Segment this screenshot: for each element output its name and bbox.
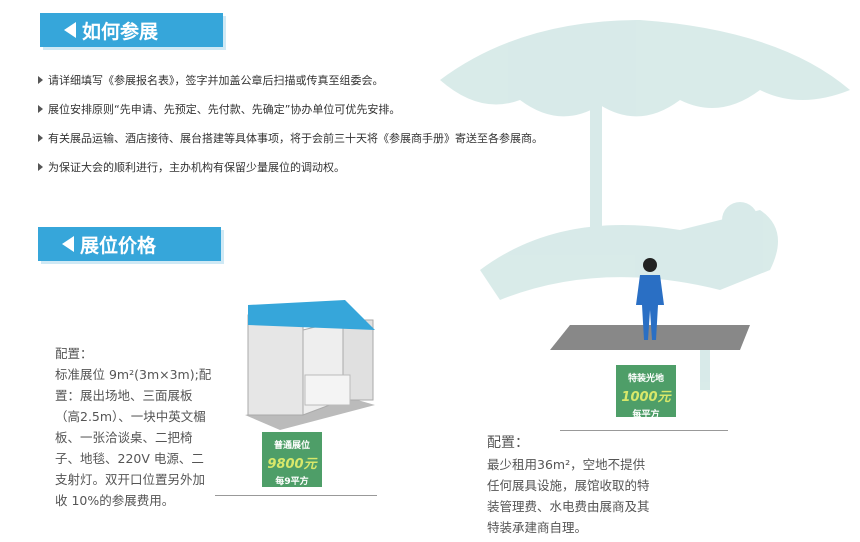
rule-text: 为保证大会的顺利进行，主办机构有保留少量展位的调动权。 — [48, 161, 345, 174]
price-unit: 每平方 — [632, 410, 660, 420]
config-label: 配置： — [487, 435, 529, 451]
raw-space-price-card: 特装光地 1000元 每平方 — [616, 365, 676, 420]
rule-item: 展位安排原则“先申请、先预定、先付款、先确定”协办单位可优先安排。 — [38, 101, 400, 117]
section-title: 展位价格 — [80, 234, 157, 257]
section-header-how-to-exhibit: 如何参展 — [40, 13, 223, 47]
rule-text: 请详细填写《参展报名表》，签字并加盖公章后扫描或传真至组委会。 — [48, 74, 384, 87]
rule-text: 展位安排原则“先申请、先预定、先付款、先确定”协办单位可优先安排。 — [48, 103, 401, 116]
price-title: 特装光地 — [627, 374, 664, 384]
divider — [560, 430, 728, 431]
rule-item: 有关展品运输、酒店接待、展台搭建等具体事项，将于会前三十天将《参展商手册》寄送至… — [38, 130, 543, 146]
price-title: 普通展位 — [273, 441, 310, 451]
section-title: 如何参展 — [82, 20, 159, 43]
raw-space-config: 配置： 最少租用36m²，空地不提供任何展具设施，展馆收取的特装管理费、水电费由… — [487, 433, 657, 538]
bullet-arrow-icon — [38, 105, 43, 113]
bullet-arrow-icon — [38, 76, 43, 84]
divider — [215, 495, 377, 496]
bullet-arrow-icon — [38, 134, 43, 142]
rule-text: 有关展品运输、酒店接待、展台搭建等具体事项，将于会前三十天将《参展商手册》寄送至… — [48, 132, 543, 145]
config-text: 标准展位 9m²(3m×3m);配置：展出场地、三面展板（高2.5m）、一块中英… — [55, 367, 212, 508]
standard-booth-config: 配置： 标准展位 9m²(3m×3m);配置：展出场地、三面展板（高2.5m）、… — [55, 343, 215, 511]
price-amount: 9800元 — [267, 457, 317, 472]
config-text: 最少租用36m²，空地不提供任何展具设施，展馆收取的特装管理费、水电费由展商及其… — [487, 457, 650, 535]
section-header-booth-price: 展位价格 — [38, 227, 221, 261]
left-triangle-icon — [62, 236, 74, 252]
rule-item: 为保证大会的顺利进行，主办机构有保留少量展位的调动权。 — [38, 159, 345, 175]
bullet-arrow-icon — [38, 163, 43, 171]
left-triangle-icon — [64, 22, 76, 38]
config-label: 配置： — [55, 346, 93, 361]
rule-item: 请详细填写《参展报名表》，签字并加盖公章后扫描或传真至组委会。 — [38, 72, 384, 88]
standard-price-card: 普通展位 9800元 每9平方 — [262, 432, 322, 487]
standard-booth-image — [245, 300, 375, 430]
raw-space-image — [550, 258, 750, 350]
price-unit: 每9平方 — [275, 477, 309, 487]
price-amount: 1000元 — [621, 390, 671, 405]
